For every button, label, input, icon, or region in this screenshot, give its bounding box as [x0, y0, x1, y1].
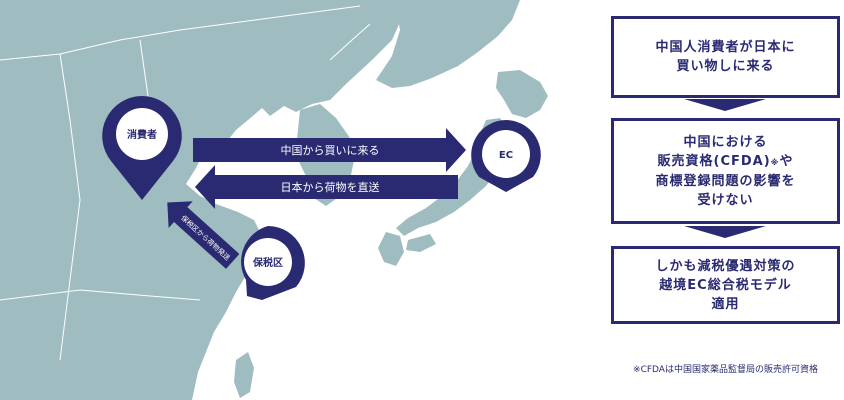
kyushu [378, 232, 404, 266]
russian-far-east [376, 0, 520, 88]
flow-step-3-text: しかも減税優遇対策の 越境EC総合税モデル 適用 [655, 258, 796, 312]
ec-label: EC [499, 150, 513, 161]
direct-from-japan-label: 日本から荷物を直送 [281, 180, 380, 194]
flow-arrow-1 [684, 99, 766, 111]
bonded-zone-label: 保税区 [252, 256, 283, 269]
mainland-china [0, 0, 400, 400]
flow-step-1: 中国人消費者が日本に 買い物しに来る [611, 16, 840, 98]
direct-from-japan-arrow [195, 165, 458, 209]
flow-arrow-2 [684, 226, 766, 238]
flow-step-2-line3: 商標登録問題の影響を 受けない [655, 173, 796, 208]
flow-step-2-line2-tail: や [779, 153, 794, 169]
ec-pin: EC [471, 120, 541, 192]
taiwan [234, 352, 254, 398]
flow-step-3: しかも減税優遇対策の 越境EC総合税モデル 適用 [611, 246, 840, 324]
hokkaido [496, 70, 548, 118]
shikoku [406, 234, 436, 252]
east-asia-map: 中国から買いに来る 日本から荷物を直送 保税区から荷物発送 消費者 EC 保税区 [0, 0, 548, 400]
flow-step-1-text: 中国人消費者が日本に 買い物しに来る [655, 40, 796, 74]
consumer-pin: 消費者 [102, 96, 182, 200]
buy-from-china-label: 中国から買いに来る [281, 144, 380, 157]
footnote-mark: ※ [770, 157, 780, 167]
consumer-label: 消費者 [127, 128, 157, 141]
buy-from-china-arrow [193, 128, 466, 172]
flow-step-2-text: 中国における 販売資格(CFDA)※や 商標登録問題の影響を 受けない [655, 133, 795, 210]
cfda-footnote: ※CFDAは中国国家薬品監督局の販売許可資格 [633, 365, 818, 375]
flow-step-2-line2: 販売資格(CFDA) [657, 153, 771, 169]
flow-step-2-line1: 中国における [683, 134, 768, 150]
bonded-zone-pin: 保税区 [241, 226, 305, 300]
flow-step-2: 中国における 販売資格(CFDA)※や 商標登録問題の影響を 受けない [611, 118, 840, 224]
